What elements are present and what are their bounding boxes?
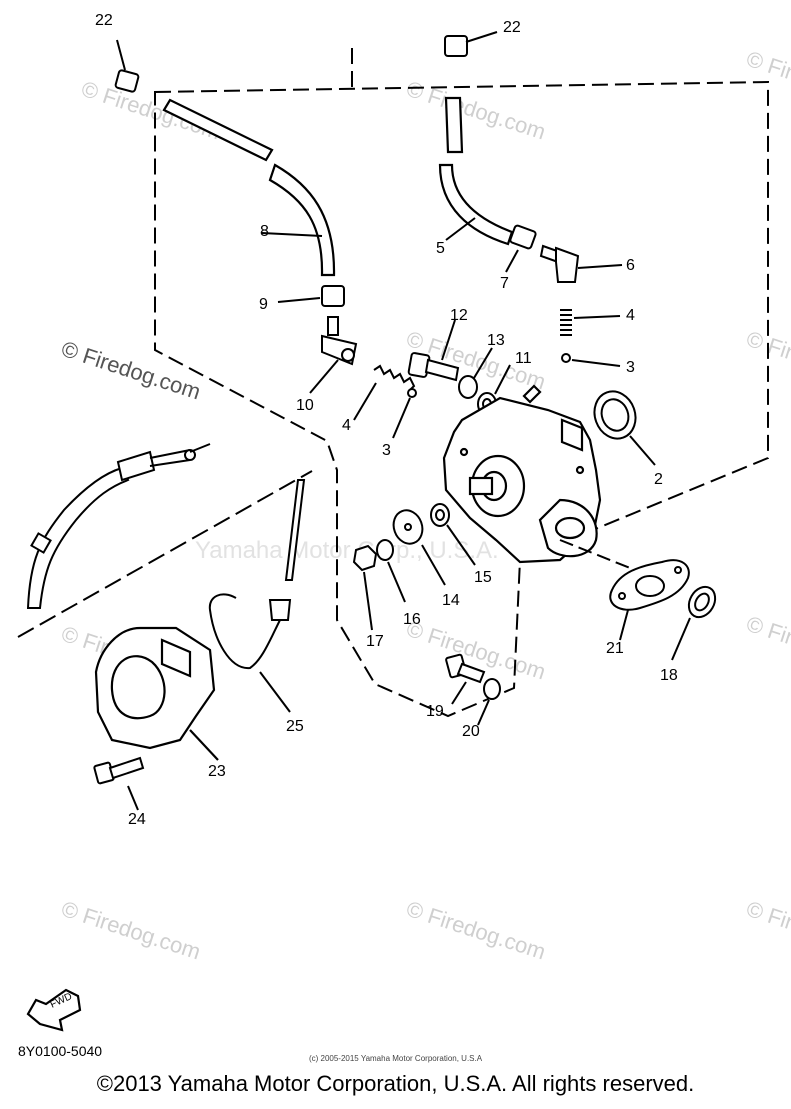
fitting-7 (505, 224, 537, 273)
watermark-firedog: © Firedog.com (78, 76, 223, 144)
callout-22: 22 (503, 19, 521, 36)
watermark-firedog: © Firedog.com (743, 896, 791, 964)
callout-7: 7 (500, 275, 509, 292)
nut-17 (352, 544, 378, 631)
oil-seal-2 (593, 390, 656, 466)
callout-15: 15 (474, 569, 492, 586)
cover-23 (94, 626, 219, 761)
callout-5: 5 (436, 240, 445, 257)
hose-8 (162, 98, 336, 277)
watermark-layer: © Firedog.com © Firedog.com © Firedog.co… (58, 46, 791, 964)
assembly-boundary (154, 48, 769, 718)
watermark-firedog: © Firedog.com (58, 336, 203, 404)
washer-20 (477, 678, 501, 726)
callout-17: 17 (366, 633, 384, 650)
callout-6: 6 (626, 257, 635, 274)
callout-2: 2 (654, 471, 663, 488)
seal-18 (671, 585, 717, 661)
gasket-21 (559, 539, 690, 641)
small-copyright: (c) 2005-2015 Yamaha Motor Corporation, … (308, 1054, 483, 1063)
callout-23: 23 (208, 763, 226, 780)
washer-16 (376, 539, 406, 603)
callout-12: 12 (450, 307, 468, 324)
spring-4-right (560, 309, 621, 336)
pump-cable-25 (208, 479, 306, 713)
callout-labels: 22 22 8 5 7 6 9 12 13 11 4 3 10 4 3 2 15 14 16 17 21 18 19 20 25… (95, 12, 678, 828)
bolt-24 (93, 756, 145, 811)
spring-4-left (353, 364, 416, 421)
elbow-6 (539, 244, 623, 283)
ball-3-right (561, 353, 621, 367)
callout-10: 10 (296, 397, 314, 414)
callout-25: 25 (286, 718, 304, 735)
callout-19: 19 (426, 703, 444, 720)
callout-24: 24 (128, 811, 146, 828)
watermark-firedog: © Firedog.com (743, 611, 791, 679)
callout-4: 4 (626, 307, 635, 324)
watermark-firedog: © Firedog.com (58, 896, 203, 964)
plate-14 (392, 509, 446, 586)
oil-pump-body (442, 384, 602, 564)
callout-3: 3 (626, 359, 635, 376)
callout-14: 14 (442, 592, 460, 609)
bolt-12 (407, 319, 460, 382)
hose-5 (438, 96, 514, 246)
washer-13 (458, 347, 493, 399)
callout-4: 4 (342, 417, 351, 434)
fitting-22-left (114, 39, 140, 93)
callout-20: 20 (462, 723, 480, 740)
washer-15 (430, 503, 476, 566)
cable-boundary (17, 470, 313, 638)
elbow-10 (309, 316, 358, 394)
watermark-firedog: © Firedog.com (403, 896, 548, 964)
watermark-yamaha: Yamaha Motor Corp., U.S.A. (195, 537, 499, 564)
ball-3-left (392, 388, 417, 439)
callout-18: 18 (660, 667, 678, 684)
throttle-cable (26, 443, 211, 609)
callout-21: 21 (606, 640, 624, 657)
callout-11: 11 (515, 350, 532, 367)
diagram-code: 8Y0100-5040 (18, 1043, 103, 1059)
callout-22: 22 (95, 12, 113, 29)
callout-8: 8 (260, 223, 269, 240)
callout-13: 13 (487, 332, 505, 349)
bolt-19 (445, 653, 486, 705)
callout-3: 3 (382, 442, 391, 459)
callout-9: 9 (259, 296, 268, 313)
copyright-notice: ©2013 Yamaha Motor Corporation, U.S.A. A… (96, 1071, 695, 1096)
callout-16: 16 (403, 611, 421, 628)
fitting-9 (277, 285, 345, 307)
fwd-arrow-icon: FWD (26, 988, 82, 1032)
watermark-firedog: © Firedog.com (743, 326, 791, 394)
fitting-22-right (444, 31, 498, 57)
